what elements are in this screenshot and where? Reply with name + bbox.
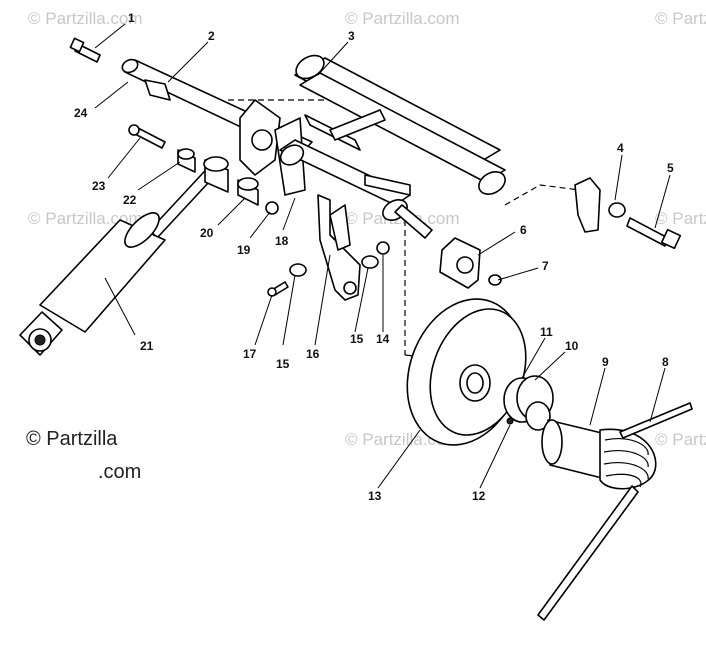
callout-23: 23 [92,179,106,193]
bolt-17 [267,281,289,297]
callout-11: 11 [540,325,553,339]
bolt-1 [69,37,101,63]
callout-20: 20 [200,226,214,240]
leader-lines [94,23,671,489]
idler-bracket-16 [317,194,361,301]
rail-tube-3 [294,54,506,195]
callout-12: 12 [472,489,486,503]
callout-8: 8 [662,355,669,369]
callout-18: 18 [275,234,289,248]
nut-19 [265,201,279,215]
callout-19: 19 [237,243,251,257]
watermark: © Partzilla.com [345,9,460,28]
callout-7: 7 [542,259,549,273]
washer-4 [608,202,626,218]
callout-24: 24 [74,106,88,120]
mount-bracket [574,177,601,233]
bushing-20 [237,177,259,206]
bushing-22 [177,148,229,193]
bolt-5 [626,217,682,250]
callout-14: 14 [376,332,390,346]
watermark: © Partzilla [655,430,706,449]
callout-1: 1 [128,11,135,25]
callout-2: 2 [208,29,215,43]
washer-7 [488,274,502,286]
washer-15 [289,263,307,277]
callout-17: 17 [243,347,257,361]
callout-15: 15 [276,357,290,371]
callout-9: 9 [602,355,609,369]
brand-caption-line2: .com [98,461,141,483]
washer-15 [361,255,379,269]
spacer-11 [503,375,554,431]
callout-21: 21 [140,339,154,353]
watermark: © Partzilla [655,9,706,28]
callout-16: 16 [306,347,320,361]
guide-line [504,184,581,206]
block-6 [439,237,481,289]
brand-caption-line1: © Partzilla [26,428,118,450]
callout-3: 3 [348,29,355,43]
callout-5: 5 [667,161,674,175]
bolt-23 [128,124,166,149]
nut-14 [376,241,390,255]
watermark: © Partzilla.com [28,9,143,28]
axle-frame [239,99,433,239]
watermark: © Partz [655,209,706,228]
callout-15: 15 [350,332,364,346]
callout-10: 10 [565,339,579,353]
callout-13: 13 [368,489,382,503]
shock-absorber-21 [19,159,223,356]
callout-6: 6 [520,223,527,237]
callout-22: 22 [123,193,137,207]
watermark: © Partzilla.com [28,209,143,228]
idler-wheel-13 [406,298,527,446]
torsion-spring-8 [537,402,693,621]
callout-4: 4 [617,141,624,155]
